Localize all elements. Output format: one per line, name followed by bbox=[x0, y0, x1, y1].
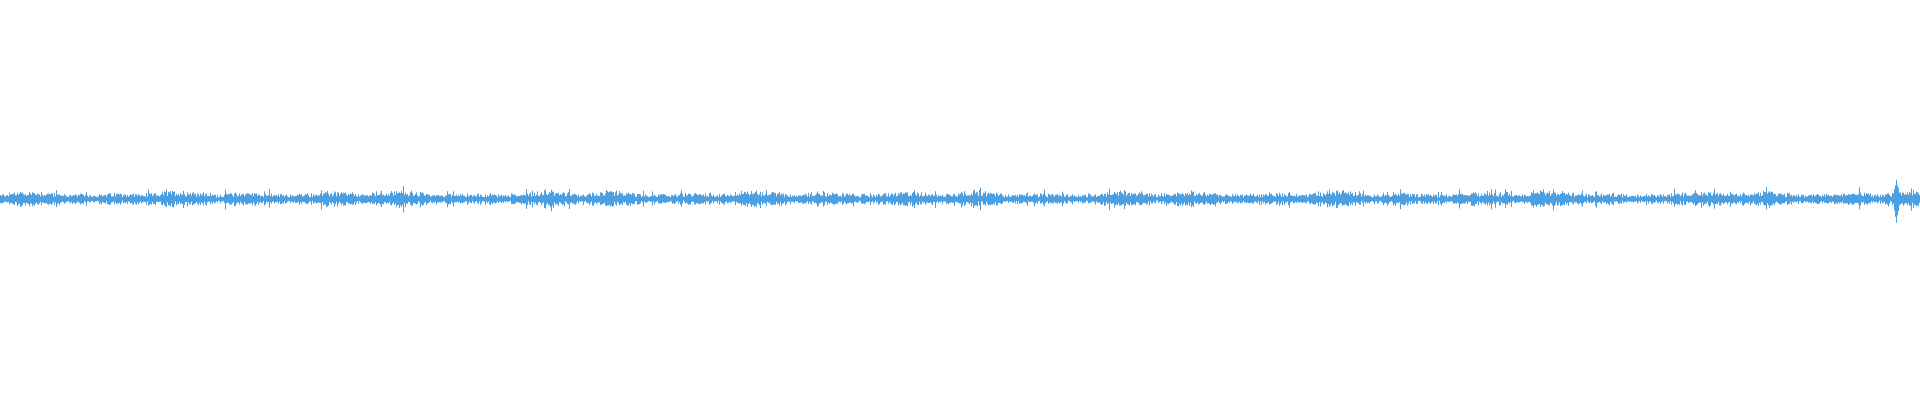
waveform-trace bbox=[0, 179, 1920, 223]
waveform-bars bbox=[0, 179, 1920, 223]
